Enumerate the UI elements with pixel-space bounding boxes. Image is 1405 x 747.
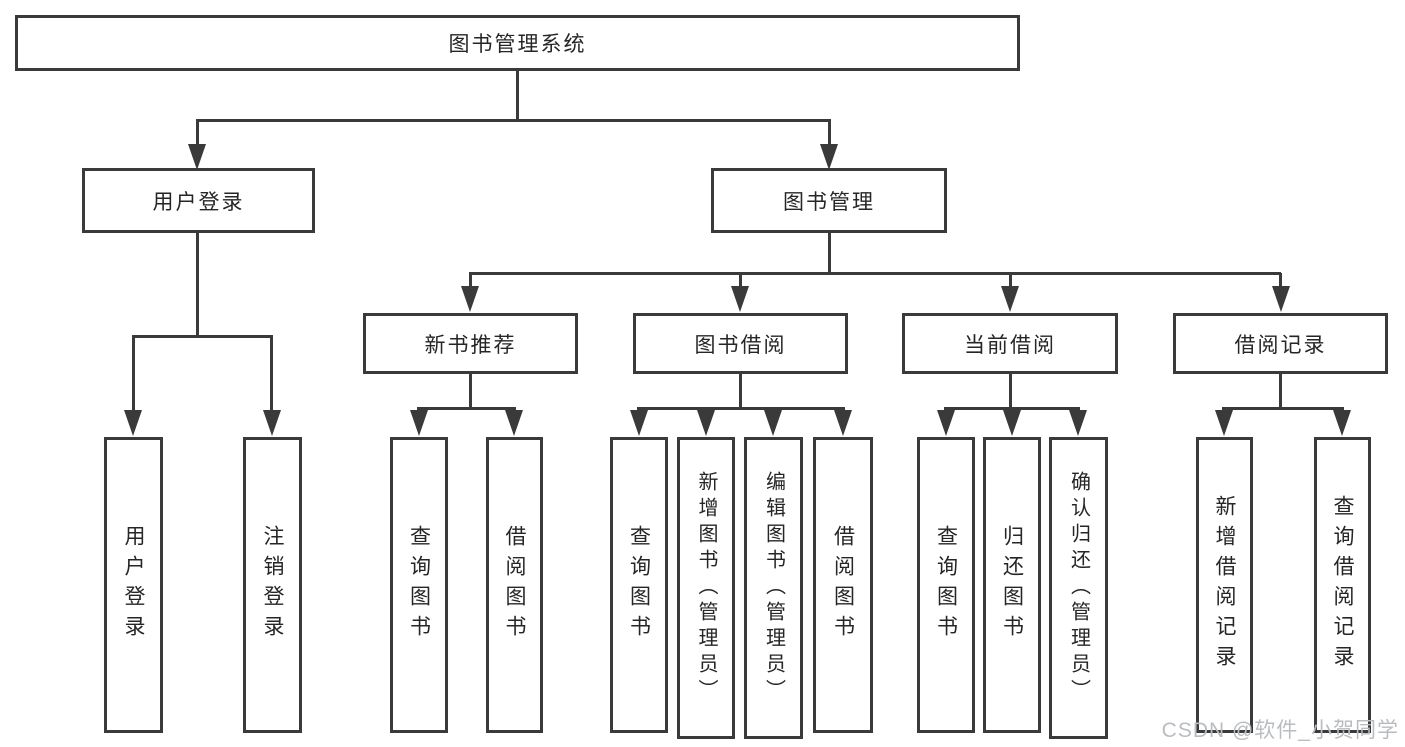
- node-label: 查询借阅记录: [1331, 495, 1354, 675]
- connector-vline: [270, 335, 273, 412]
- node-leaf-edit-books-admin: 编辑图书（管理员）: [744, 437, 803, 739]
- arrowhead-down: [937, 410, 955, 436]
- connector-vline: [1279, 373, 1282, 409]
- arrowhead-down: [820, 144, 838, 170]
- node-leaf-return-books: 归还图书: [983, 437, 1041, 733]
- node-label: 查询图书: [934, 525, 958, 645]
- arrowhead-down: [263, 410, 281, 436]
- arrowhead-down: [1001, 286, 1019, 312]
- connector-vline: [1009, 373, 1012, 409]
- connector-hline: [417, 407, 516, 410]
- arrowhead-down: [630, 410, 648, 436]
- connector-hline: [944, 407, 1080, 410]
- connector-hline: [196, 119, 831, 122]
- arrowhead-down: [1272, 286, 1290, 312]
- node-leaf-user-login: 用户登录: [104, 437, 163, 733]
- node-label: 新增借阅记录: [1213, 495, 1236, 675]
- arrowhead-down: [505, 410, 523, 436]
- node-leaf-add-borrow-record: 新增借阅记录: [1196, 437, 1253, 733]
- connector-vline: [516, 70, 519, 120]
- node-label: 图书管理系统: [448, 33, 587, 56]
- arrowhead-down: [764, 410, 782, 436]
- node-label: 借阅记录: [1234, 333, 1327, 357]
- node-user-login: 用户登录: [82, 168, 315, 233]
- connector-vline: [196, 232, 199, 337]
- node-leaf-confirm-return-admin: 确认归还（管理员）: [1049, 437, 1108, 739]
- node-leaf-query-books: 查询图书: [610, 437, 668, 733]
- node-library-management-system: 图书管理系统: [15, 15, 1020, 71]
- node-leaf-logout: 注销登录: [243, 437, 302, 733]
- connector-hline: [132, 335, 273, 338]
- node-label: 新增图书（管理员）: [695, 471, 717, 705]
- arrowhead-down: [1003, 410, 1021, 436]
- arrowhead-down: [461, 286, 479, 312]
- node-new-book-recommend: 新书推荐: [363, 313, 578, 374]
- node-book-borrowing: 图书借阅: [633, 313, 848, 374]
- connector-vline: [469, 373, 472, 409]
- node-leaf-add-books-admin: 新增图书（管理员）: [677, 437, 735, 739]
- node-leaf-borrow-books: 借阅图书: [813, 437, 873, 733]
- connector-vline: [196, 120, 199, 146]
- node-label: 查询图书: [407, 525, 431, 645]
- arrowhead-down: [188, 144, 206, 170]
- node-leaf-query-borrow-record: 查询借阅记录: [1314, 437, 1371, 733]
- arrowhead-down: [1333, 410, 1351, 436]
- connector-vline: [1009, 273, 1012, 288]
- node-label: 确认归还（管理员）: [1067, 471, 1090, 705]
- node-label: 当前借阅: [964, 333, 1056, 357]
- connector-hline: [1222, 407, 1344, 410]
- node-label: 图书管理: [783, 190, 875, 214]
- node-leaf-borrow-books: 借阅图书: [486, 437, 543, 733]
- arrowhead-down: [834, 410, 852, 436]
- node-label: 注销登录: [261, 525, 284, 645]
- node-label: 查询图书: [627, 525, 651, 645]
- connector-vline: [1279, 273, 1282, 288]
- node-current-borrowing: 当前借阅: [902, 313, 1118, 374]
- connector-hline: [637, 407, 845, 410]
- arrowhead-down: [124, 410, 142, 436]
- connector-vline: [828, 232, 831, 274]
- node-label: 借阅图书: [503, 525, 526, 645]
- connector-hline: [469, 272, 1281, 275]
- arrowhead-down: [1215, 410, 1233, 436]
- arrowhead-down: [410, 410, 428, 436]
- arrowhead-down: [731, 286, 749, 312]
- node-label: 新书推荐: [424, 333, 517, 357]
- node-label: 用户登录: [152, 190, 245, 214]
- connector-vline: [828, 120, 831, 146]
- node-borrowing-records: 借阅记录: [1173, 313, 1388, 374]
- connector-vline: [132, 335, 135, 412]
- node-label: 借阅图书: [831, 525, 855, 645]
- node-label: 用户登录: [122, 525, 145, 645]
- arrowhead-down: [1069, 410, 1087, 436]
- connector-vline: [469, 273, 472, 288]
- csdn-watermark: CSDN @软件_小贺同学: [1161, 719, 1399, 742]
- node-leaf-query-books: 查询图书: [390, 437, 448, 733]
- node-leaf-query-books: 查询图书: [917, 437, 975, 733]
- node-label: 图书借阅: [694, 333, 787, 357]
- connector-vline: [739, 373, 742, 409]
- node-label: 编辑图书（管理员）: [762, 471, 785, 705]
- node-book-management: 图书管理: [711, 168, 947, 233]
- arrowhead-down: [697, 410, 715, 436]
- node-label: 归还图书: [1000, 525, 1024, 645]
- connector-vline: [739, 273, 742, 288]
